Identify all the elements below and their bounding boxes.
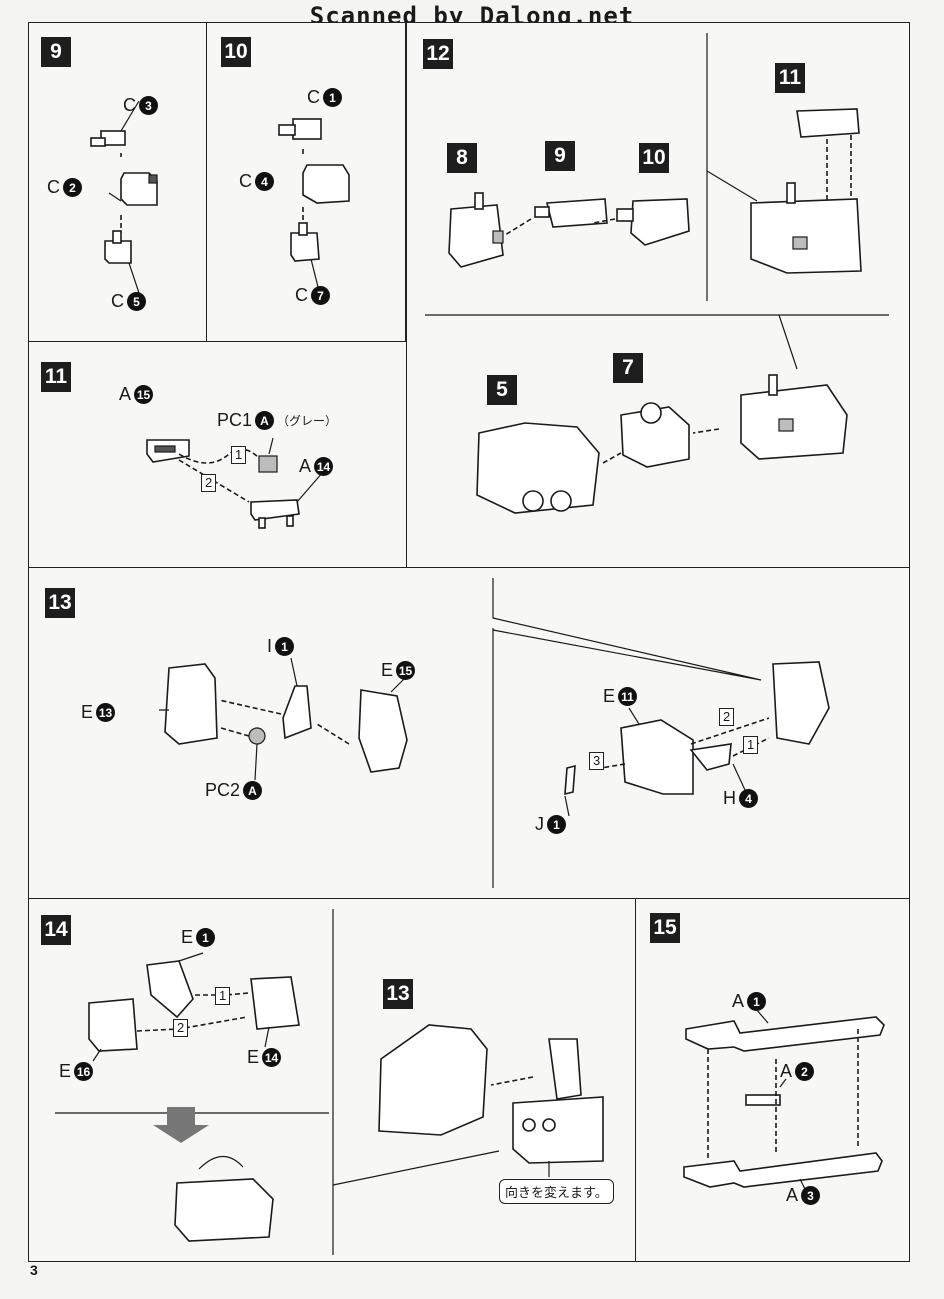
- step-number: 10: [221, 37, 251, 67]
- order-marker: 1: [743, 736, 759, 754]
- order-marker: 3: [589, 752, 605, 770]
- order-marker: 2: [201, 474, 217, 492]
- step-12-panel: 12 8 9 10 11 5 7: [406, 22, 910, 568]
- step-number: 11: [41, 362, 71, 392]
- step-13-diagram: [159, 578, 830, 888]
- step-number: 15: [650, 913, 680, 943]
- step-11-diagram: [146, 437, 324, 529]
- order-marker: 2: [719, 708, 735, 726]
- step-9-diagram: [90, 100, 158, 294]
- step-number: 9: [41, 37, 71, 67]
- ref-part-9: 9: [545, 141, 575, 171]
- ref-part-7: 7: [613, 353, 643, 383]
- ref-part-10: 10: [639, 143, 669, 173]
- step-12-diagram: [425, 33, 889, 514]
- ref-part-13: 13: [383, 979, 413, 1009]
- order-marker: 1: [215, 987, 231, 1005]
- ref-part-5: 5: [487, 375, 517, 405]
- order-marker: 2: [173, 1019, 189, 1037]
- step-number: 12: [423, 39, 453, 69]
- step-14-diagram: [55, 909, 604, 1255]
- step-10-diagram: [278, 118, 350, 292]
- step-15-diagram: [683, 1008, 885, 1192]
- step-number: 13: [45, 588, 75, 618]
- ref-part-11: 11: [775, 63, 805, 93]
- step-number: 14: [41, 915, 71, 945]
- ref-part-8: 8: [447, 143, 477, 173]
- rotate-note: 向きを変えます。: [499, 1179, 614, 1204]
- page-number: 3: [30, 1262, 38, 1278]
- order-marker: 1: [231, 446, 247, 464]
